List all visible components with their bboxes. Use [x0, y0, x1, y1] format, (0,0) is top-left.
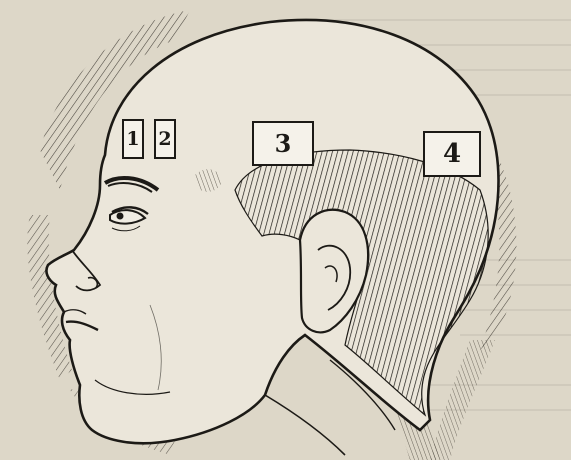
region-label-4-text: 4	[443, 139, 461, 169]
region-label-2: 2	[154, 119, 176, 159]
neck-line	[265, 395, 345, 455]
region-label-4: 4	[423, 131, 481, 177]
region-label-1: 1	[122, 119, 144, 159]
region-label-3: 3	[252, 121, 314, 166]
region-label-2-text: 2	[158, 128, 171, 150]
region-label-1-text: 1	[126, 128, 139, 150]
region-label-3-text: 3	[275, 129, 292, 158]
